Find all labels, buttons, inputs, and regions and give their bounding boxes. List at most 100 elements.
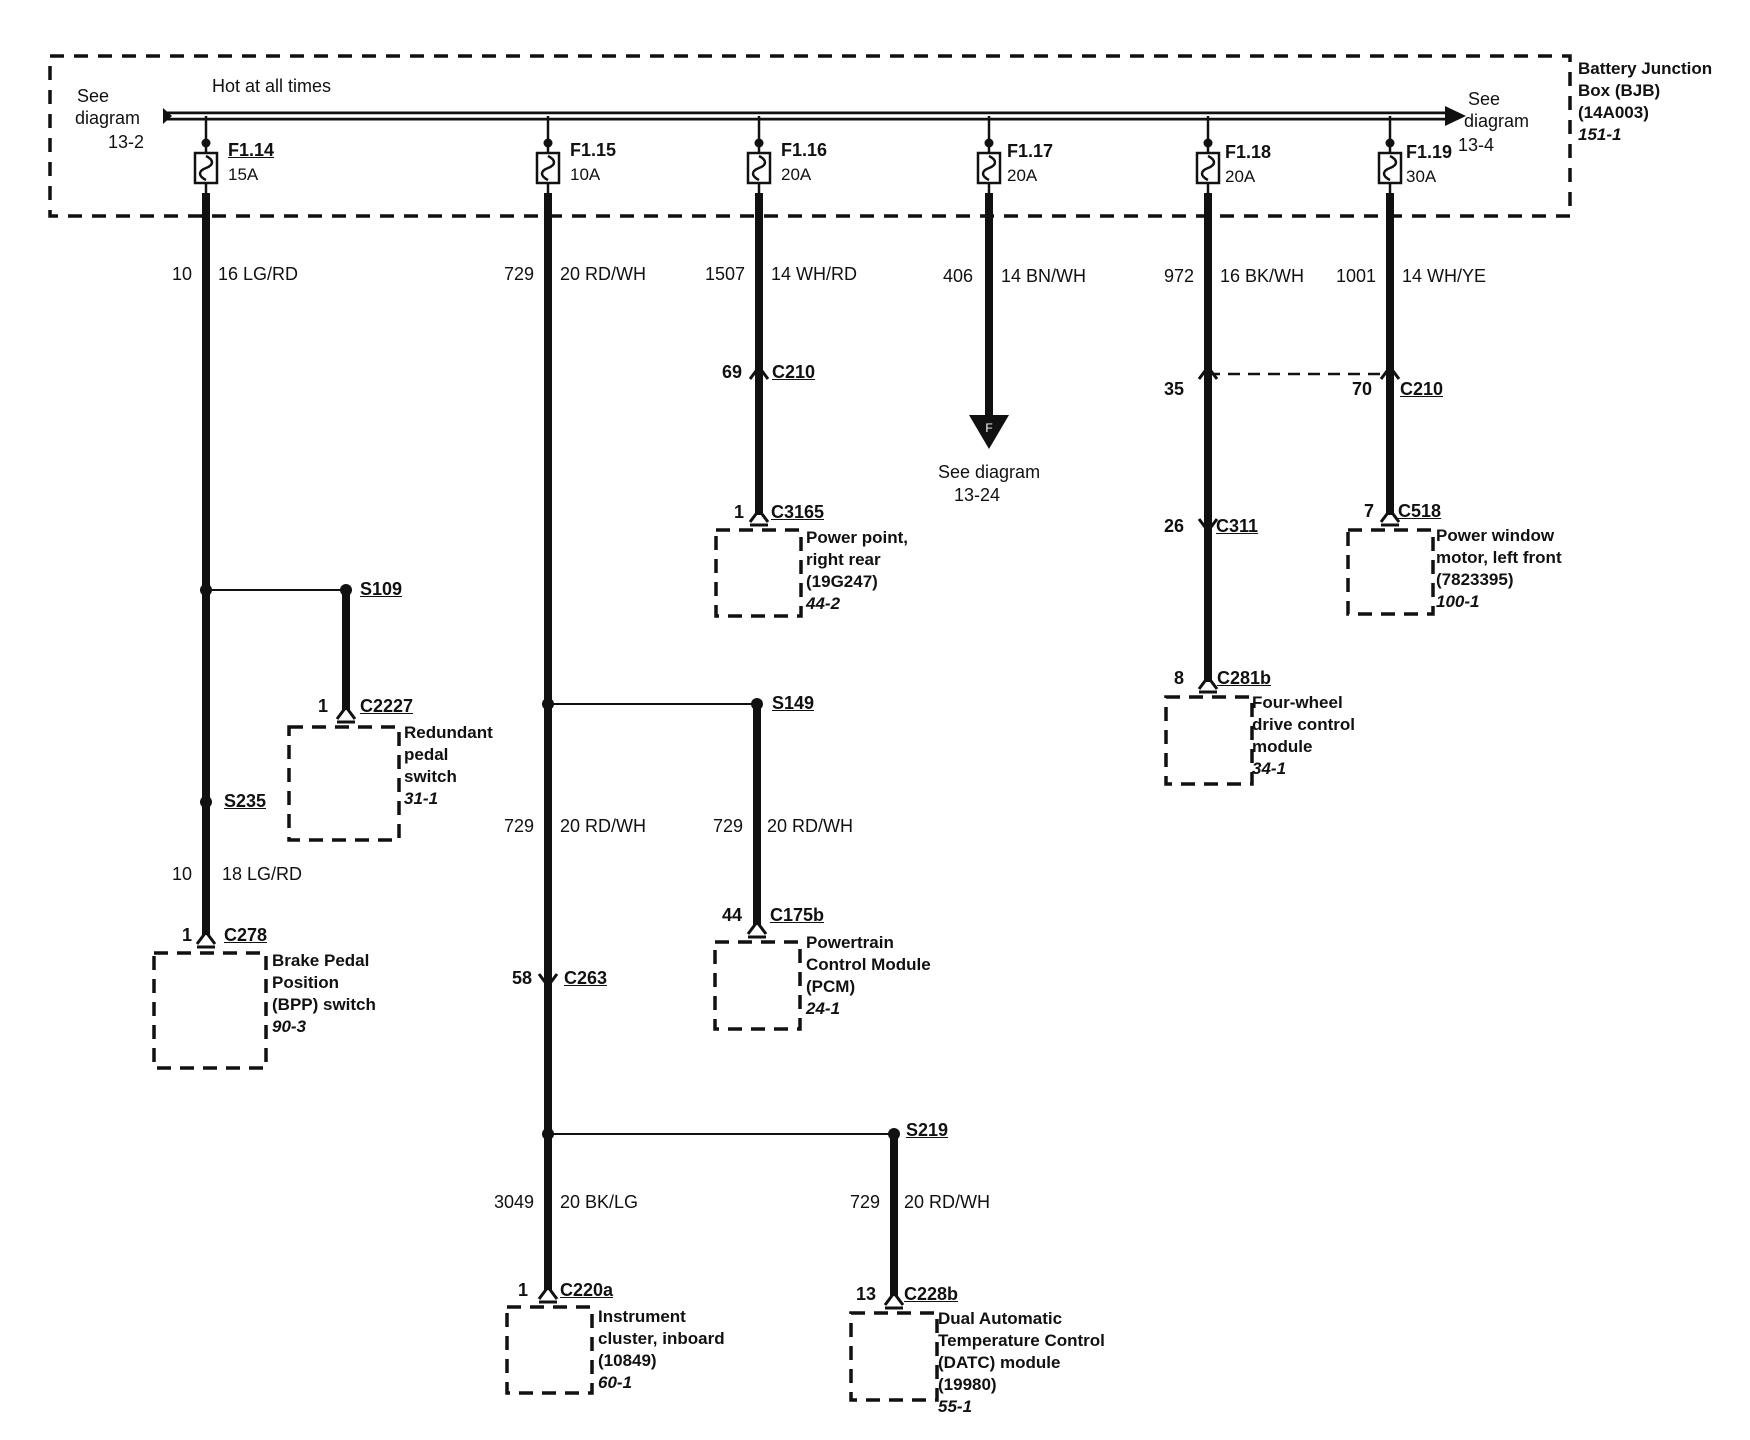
connector-c3165-icon [748, 508, 770, 524]
fuse-f119-amp: 30A [1406, 167, 1437, 186]
box-pcm [713, 940, 802, 1031]
fuse-f114-icon [193, 137, 219, 195]
wire-972-gauge: 16 BK/WH [1220, 266, 1305, 286]
splice-dot-s149-a [542, 698, 554, 710]
hot-bus [163, 106, 1466, 126]
c228b-name: C228b [904, 1284, 959, 1304]
c175b-name: C175b [770, 905, 825, 925]
wire-729-d-gauge: 20 RD/WH [904, 1192, 991, 1212]
splice-dot-s219-b [888, 1128, 900, 1140]
splice-s109-label: S109 [360, 579, 403, 599]
see-diagram-arrow-icon [969, 415, 1009, 449]
c220a-pin: 1 [517, 1280, 528, 1300]
bus-label: Hot at all times [212, 76, 332, 96]
wire-3049-circuit: 3049 [493, 1192, 534, 1212]
c2227-pin: 1 [317, 696, 328, 716]
c518-name: C518 [1398, 501, 1442, 521]
splice-dot-s109-a [200, 584, 212, 596]
splice-dot-s219-a [542, 1128, 554, 1140]
fuse-f119-icon [1377, 137, 1403, 195]
see-mid-line1: See diagram [938, 462, 1041, 482]
wire-406-gauge: 14 BN/WH [1001, 266, 1087, 286]
connector-c518-icon [1379, 508, 1401, 524]
c311-name: C311 [1216, 516, 1259, 536]
fuse-f117-id: F1.17 [1007, 141, 1054, 161]
fuse-f119-id: F1.19 [1406, 142, 1453, 162]
connector-c220a-icon [537, 1285, 559, 1301]
wire-729-b-circuit: 729 [503, 816, 534, 836]
see-mid-line2: 13-24 [954, 485, 1001, 505]
c175b-pin: 44 [721, 905, 742, 925]
fuse-f118-id: F1.18 [1225, 142, 1272, 162]
c210b-name: C210 [1400, 379, 1444, 399]
splice-dot-s109-b [340, 584, 352, 596]
wire-1001-circuit: 1001 [1335, 266, 1376, 286]
splice-s149-label: S149 [772, 693, 815, 713]
c278-name: C278 [224, 925, 268, 945]
c210a-name: C210 [772, 362, 816, 382]
wire-10-a-gauge: 16 LG/RD [218, 264, 299, 284]
fuse-f115-id: F1.15 [570, 140, 617, 160]
connector-c278-icon [195, 930, 217, 946]
splice-s219-label: S219 [906, 1120, 949, 1140]
wire-729-c-circuit: 729 [712, 816, 743, 836]
c2227-name: C2227 [360, 696, 414, 716]
splice-s235-label: S235 [224, 791, 267, 811]
wire-729-d-circuit: 729 [849, 1192, 880, 1212]
see-right-line3: 13-4 [1458, 135, 1495, 155]
box-power-point [714, 528, 803, 618]
splice-dot-s149-b [751, 698, 763, 710]
c3165-pin: 1 [733, 502, 744, 522]
see-right-line1: See [1468, 89, 1501, 109]
fuse-f115-amp: 10A [570, 165, 601, 184]
wire-1507-circuit: 1507 [704, 264, 745, 284]
see-left-line2: diagram [75, 108, 141, 128]
splice-dot-s235 [200, 796, 212, 808]
see-right-line2: diagram [1464, 111, 1530, 131]
fuse-f114-amp: 15A [228, 165, 259, 184]
box-power-window [1346, 528, 1435, 616]
c220a-name: C220a [560, 1280, 614, 1300]
wire-729-c-gauge: 20 RD/WH [767, 816, 854, 836]
c281b-name: C281b [1217, 668, 1272, 688]
c263-name: C263 [564, 968, 608, 988]
box-datc [849, 1311, 939, 1402]
fuse-f114-id: F1.14 [228, 140, 275, 160]
wire-10-b-gauge: 18 LG/RD [222, 864, 303, 884]
fuse-f116-amp: 20A [781, 165, 812, 184]
fuse-f117-icon [976, 137, 1002, 195]
connector-c228b-icon [883, 1291, 905, 1307]
wire-972-circuit: 972 [1163, 266, 1194, 286]
connector-c2227-icon [335, 705, 357, 721]
see-left-line1: See [77, 86, 110, 106]
wire-729-a-circuit: 729 [503, 264, 534, 284]
c518-pin: 7 [1363, 501, 1374, 521]
wire-10-a-circuit: 10 [171, 264, 192, 284]
pin-35: 35 [1163, 379, 1184, 399]
c210b-pin: 70 [1351, 379, 1372, 399]
c3165-name: C3165 [771, 502, 825, 522]
c228b-pin: 13 [855, 1284, 876, 1304]
power-point-label: Power point,right rear(19G247)44-2 [806, 528, 908, 613]
wire-1507-gauge: 14 WH/RD [771, 264, 858, 284]
wire-3049-gauge: 20 BK/LG [560, 1192, 639, 1212]
wire-10-b-circuit: 10 [171, 864, 192, 884]
fuse-f116-id: F1.16 [781, 140, 828, 160]
c263-pin: 58 [511, 968, 532, 988]
fuse-f117-amp: 20A [1007, 166, 1038, 185]
fuse-f118-icon [1195, 137, 1221, 195]
box-redundant [287, 725, 401, 842]
c278-pin: 1 [181, 925, 192, 945]
svg-text:F: F [985, 421, 992, 435]
c210a-pin: 69 [721, 362, 742, 382]
box-cluster [505, 1305, 594, 1395]
see-left-line3: 13-2 [108, 132, 145, 152]
